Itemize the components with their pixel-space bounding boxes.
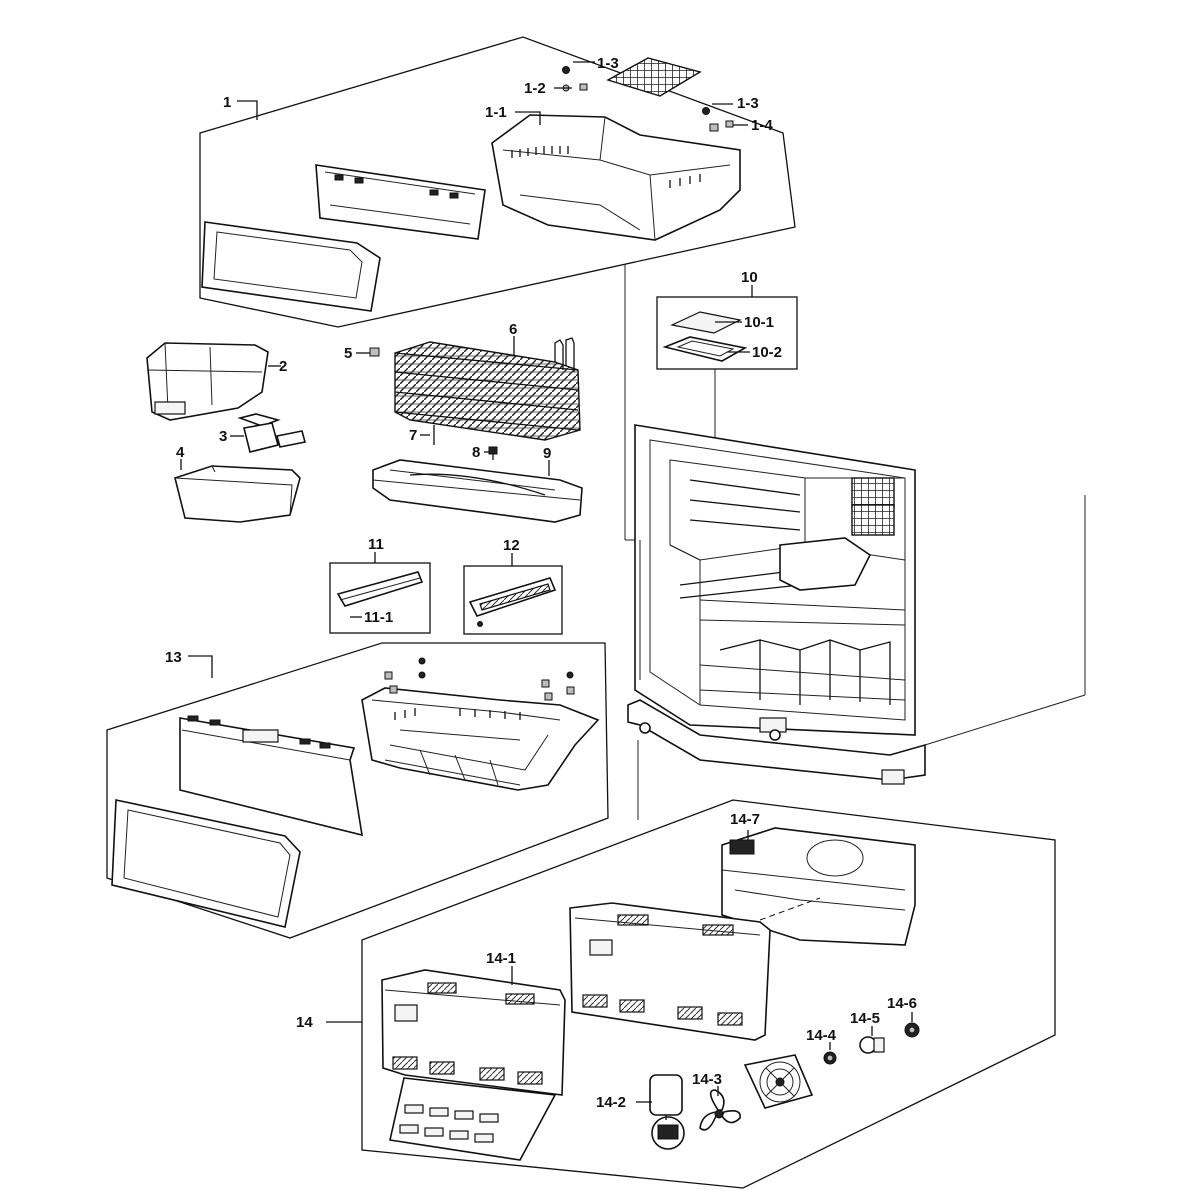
label-12: 12 — [503, 537, 520, 554]
screw-1-3-top — [562, 66, 570, 74]
group-11-frame — [329, 562, 431, 634]
cabinet-fan-grid-bottom — [851, 504, 895, 536]
refrigerator-cabinet — [624, 265, 1086, 820]
label-14: 14 — [296, 1014, 313, 1031]
label-9: 9 — [543, 445, 551, 462]
label-10-1: 10-1 — [744, 314, 774, 331]
ice-maker — [146, 342, 269, 421]
label-1-2: 1-2 — [524, 80, 546, 97]
label-13: 13 — [165, 649, 182, 666]
group-11-rail: 11 11-1 — [329, 536, 431, 634]
group-10-lamp: 10 10-1 10-2 — [656, 269, 798, 480]
group-1-drawer: 1 1-3 1-2 1-1 1-3 1-4 — [199, 36, 796, 328]
label-5: 5 — [344, 345, 352, 362]
group-13-frame — [106, 642, 609, 939]
label-2: 2 — [279, 358, 287, 375]
label-11: 11 — [368, 536, 384, 553]
group-12-frame — [463, 565, 563, 635]
label-8: 8 — [472, 444, 480, 461]
drawer-basket — [491, 114, 741, 241]
lower-drawer-front — [111, 799, 301, 928]
label-10: 10 — [741, 269, 758, 286]
fuse-8 — [488, 446, 498, 455]
clip-1-4 — [725, 120, 734, 128]
label-14-2: 14-2 — [596, 1094, 626, 1111]
lower-drawer-basket — [361, 687, 600, 791]
fan-blade-14-3 — [699, 1089, 741, 1131]
label-3: 3 — [219, 428, 227, 445]
label-14-7: 14-7 — [730, 811, 760, 828]
label-14-1: 14-1 — [486, 950, 516, 967]
ice-maker-parts: 2 3 4 — [146, 342, 306, 523]
cabinet-duct — [779, 537, 872, 591]
label-11-1: 11-1 — [364, 609, 393, 626]
evaporator-coil — [394, 341, 581, 441]
cabinet-fan-grid-top — [851, 477, 895, 509]
ice-maker-auger — [243, 422, 279, 453]
lamp-housing-10-2 — [662, 336, 748, 362]
group-1-frame — [199, 36, 796, 328]
group-12-rail: 12 — [463, 537, 563, 635]
group-13-drawer: 13 — [106, 642, 609, 939]
label-1: 1 — [223, 94, 231, 111]
label-1-3-top: 1-3 — [597, 55, 619, 72]
cabinet-base — [627, 699, 926, 781]
label-10-2: 10-2 — [752, 344, 782, 361]
fan-motor-14-2 — [649, 1074, 685, 1150]
sensor-14-5 — [859, 1036, 885, 1054]
label-4: 4 — [176, 444, 185, 461]
sensor-5 — [369, 347, 380, 357]
label-14-3: 14-3 — [692, 1071, 722, 1088]
label-6: 6 — [509, 321, 517, 338]
screw-1-3-right — [702, 107, 710, 115]
label-1-1: 1-1 — [485, 104, 507, 121]
label-1-3-right: 1-3 — [737, 95, 759, 112]
lamp-cover-10-1 — [670, 311, 742, 334]
label-7: 7 — [409, 427, 417, 444]
label-14-5: 14-5 — [850, 1010, 880, 1027]
cabinet-shell — [634, 424, 916, 736]
evaporator-parts: 5 6 7 8 9 — [344, 321, 583, 523]
evaporator-cover — [372, 459, 583, 523]
group-14-frame — [361, 799, 1056, 1189]
group-10-frame — [656, 296, 798, 370]
drawer-grille — [606, 57, 702, 97]
clip-1-2 — [579, 83, 588, 91]
label-1-4: 1-4 — [751, 117, 773, 134]
label-14-6: 14-6 — [887, 995, 917, 1012]
group-14-rear-cover: 14 14-7 — [296, 799, 1056, 1189]
fan-shroud — [743, 1054, 814, 1109]
ice-bucket — [174, 465, 301, 523]
label-14-4: 14-4 — [806, 1027, 837, 1044]
drawer-front-panel — [201, 221, 381, 312]
